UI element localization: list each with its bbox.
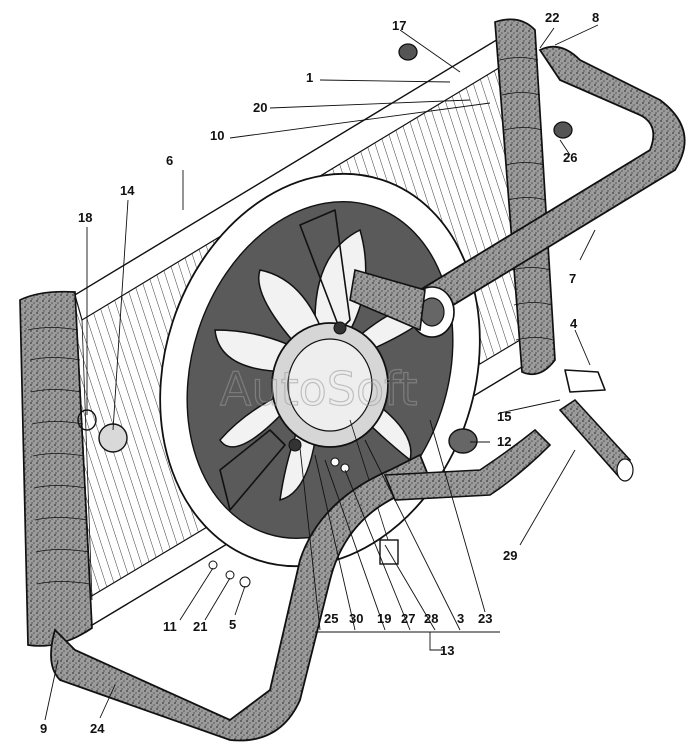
fan-motor <box>271 322 389 448</box>
callout-10: 10 <box>210 128 224 143</box>
callout-21: 21 <box>193 619 207 634</box>
callout-18: 18 <box>78 210 92 225</box>
callout-4: 4 <box>570 316 578 331</box>
callout-8: 8 <box>592 10 599 25</box>
bleed-hose <box>558 398 634 482</box>
callout-25: 25 <box>324 611 338 626</box>
callout-1: 1 <box>306 70 313 85</box>
callout-15: 15 <box>497 409 511 424</box>
callout-11: 11 <box>163 619 177 634</box>
fan-bracket <box>219 209 351 511</box>
callout-17: 17 <box>392 18 406 33</box>
callout-9: 9 <box>40 721 47 736</box>
upper-hose <box>349 45 686 338</box>
radiator-left-tank <box>19 290 93 647</box>
callout-3: 3 <box>457 611 464 626</box>
small-parts <box>77 43 606 588</box>
callout-30: 30 <box>349 611 363 626</box>
callout-labels: 1 3 4 5 6 7 8 9 10 11 12 13 14 15 17 18 … <box>40 10 599 736</box>
callout-20: 20 <box>253 100 267 115</box>
callout-6: 6 <box>166 153 173 168</box>
callout-24: 24 <box>90 721 105 736</box>
callout-7: 7 <box>569 271 576 286</box>
watermark: AutoSoft <box>220 362 418 416</box>
callout-23: 23 <box>478 611 492 626</box>
callout-19: 19 <box>377 611 391 626</box>
callout-27: 27 <box>401 611 415 626</box>
callout-5: 5 <box>229 617 236 632</box>
callout-26: 26 <box>563 150 577 165</box>
leader-lines <box>44 24 599 721</box>
lower-hose <box>50 428 552 742</box>
callout-12: 12 <box>497 434 511 449</box>
callout-29: 29 <box>503 548 517 563</box>
callout-28: 28 <box>424 611 438 626</box>
callout-13: 13 <box>440 643 454 658</box>
callout-22: 22 <box>545 10 559 25</box>
callout-14: 14 <box>120 183 135 198</box>
